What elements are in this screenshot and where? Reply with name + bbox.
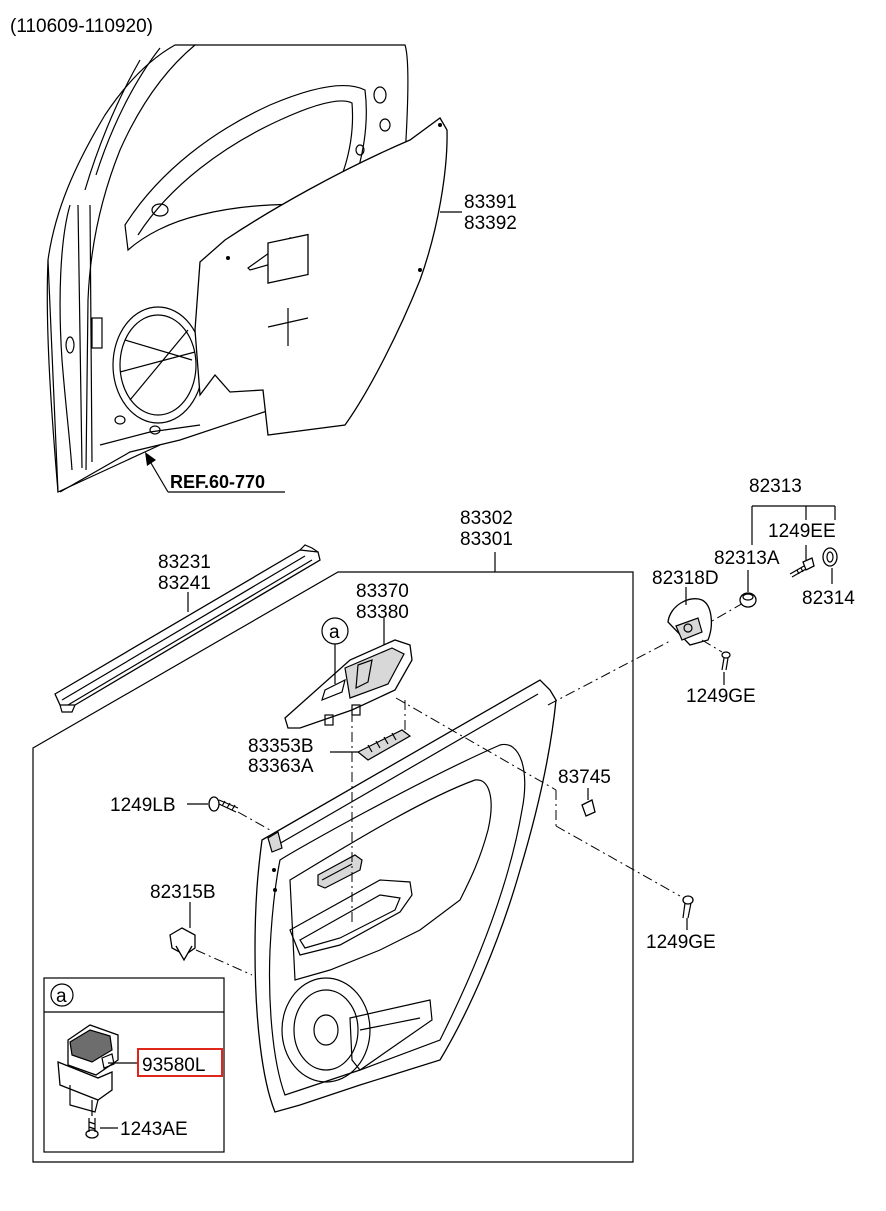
- power-window-switch-93580L: [57, 1024, 119, 1113]
- screw-1243AE: [85, 1100, 99, 1139]
- door-sealing-sheet: [194, 117, 448, 436]
- belt-weatherstrip: [54, 544, 321, 713]
- clip-82315B: [169, 927, 196, 962]
- part-label-82315B: 82315B: [150, 882, 216, 903]
- inset-box-a: [43, 977, 225, 1153]
- plug-83745: [581, 799, 596, 817]
- trim-assembly-box: [32, 571, 634, 1163]
- door-trim-panel: [254, 679, 557, 1113]
- armrest-bracket-clip: [356, 729, 412, 761]
- part-label-82318D: 82318D: [652, 568, 719, 589]
- screw-1249LB: [208, 796, 239, 813]
- part-label-83302: 83302: [460, 508, 513, 529]
- screw-1249GE-upper: [701, 639, 731, 671]
- date-range-header: (110609-110920): [10, 16, 153, 37]
- part-label-1249GE-upper: 1249GE: [686, 686, 756, 707]
- part-label-83392: 83392: [464, 213, 517, 234]
- part-label-83301: 83301: [460, 529, 513, 550]
- inset-callout-a-label: a: [56, 986, 67, 1007]
- ring-82314: [822, 547, 838, 567]
- part-label-83363A: 83363A: [248, 756, 314, 777]
- door-inner-frame-drawing: [46, 44, 409, 493]
- part-label-82313A: 82313A: [714, 548, 780, 569]
- inside-handle-housing: [667, 598, 713, 646]
- part-label-83380: 83380: [356, 602, 409, 623]
- part-label-1249LB: 1249LB: [110, 795, 176, 816]
- inset-callout-a-circle: [50, 983, 74, 1007]
- part-label-1249EE: 1249EE: [768, 521, 836, 542]
- part-label-83353B: 83353B: [248, 736, 314, 757]
- reference-label: REF.60-770: [170, 472, 265, 492]
- part-label-1249GE-lower: 1249GE: [646, 932, 716, 953]
- part-label-83370: 83370: [356, 581, 409, 602]
- part-label-83745: 83745: [558, 767, 611, 788]
- part-label-82313: 82313: [749, 476, 802, 497]
- part-label-1243AE: 1243AE: [120, 1119, 188, 1140]
- part-label-83241: 83241: [158, 573, 211, 594]
- part-label-82314: 82314: [802, 588, 855, 609]
- part-label-83391: 83391: [464, 192, 517, 213]
- cap-82313A: [739, 592, 757, 608]
- screw-1249EE: [789, 557, 815, 578]
- part-label-83231: 83231: [158, 552, 211, 573]
- highlight-box-93580L: [137, 1048, 223, 1077]
- screw-1249GE-lower: [682, 895, 694, 919]
- reference-arrow: [145, 452, 285, 493]
- power-window-switch-bezel: [284, 639, 413, 729]
- part-label-93580L: 93580L: [142, 1055, 205, 1076]
- callout-a-label: a: [329, 622, 340, 643]
